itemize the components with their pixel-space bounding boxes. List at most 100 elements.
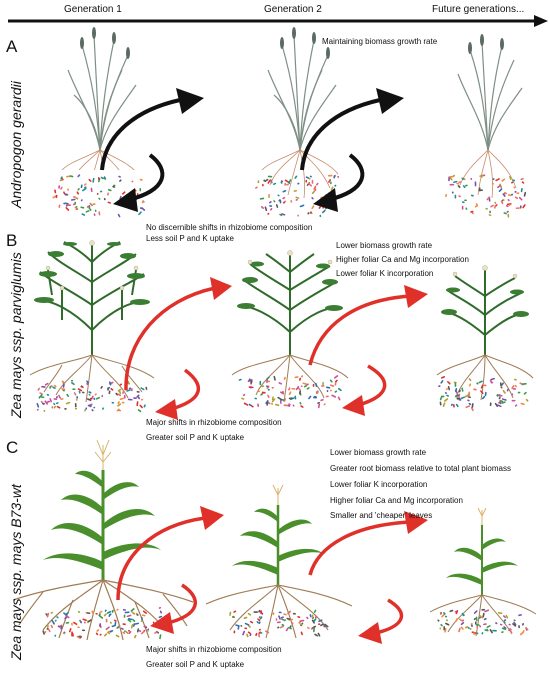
microbe-speck	[280, 616, 284, 619]
microbe-speck	[266, 385, 269, 388]
microbe-speck	[461, 201, 465, 204]
microbe-speck	[482, 174, 486, 177]
microbe-speck	[449, 609, 454, 613]
microbe-speck	[503, 621, 506, 624]
microbe-speck	[136, 401, 139, 407]
microbe-speck	[464, 199, 467, 202]
microbe-speck	[461, 205, 464, 210]
microbe-speck	[88, 393, 91, 396]
microbe-speck	[94, 209, 97, 212]
microbe-speck	[73, 621, 78, 625]
microbe-speck	[99, 190, 103, 193]
species-label-a: Andropogon gerardii	[8, 81, 24, 208]
microbe-speck	[511, 181, 514, 184]
microbe-speck	[58, 394, 61, 399]
microbe-speck	[98, 197, 101, 200]
microbe-speck	[501, 178, 506, 182]
microbe-speck	[280, 181, 283, 184]
microbe-speck	[99, 615, 104, 619]
microbe-speck	[73, 392, 77, 396]
microbe-speck	[131, 388, 133, 392]
microbe-speck	[484, 609, 490, 613]
microbe-speck	[506, 388, 509, 392]
microbe-speck	[111, 401, 115, 404]
arrowheads-b	[155, 277, 428, 420]
microbe-speck	[474, 181, 477, 187]
microbe-speck	[93, 397, 96, 400]
microbe-speck	[451, 191, 454, 194]
microbe-speck	[461, 619, 464, 622]
microbe-speck	[453, 180, 458, 184]
timeline-label-future: Future generations...	[432, 4, 525, 15]
microbe-speck	[86, 205, 90, 208]
microbe-speck	[318, 619, 323, 623]
microbe-speck	[93, 406, 96, 409]
microbe-speck	[330, 186, 334, 191]
microbe-speck	[77, 626, 80, 629]
microbe-speck	[76, 635, 82, 639]
microbe-speck	[292, 404, 295, 407]
microbe-speck	[159, 634, 162, 640]
microbe-speck	[515, 207, 519, 209]
microbe-speck	[80, 199, 83, 202]
microbe-speck	[42, 402, 45, 405]
microbe-speck	[71, 382, 75, 386]
microbe-speck	[516, 192, 520, 194]
microbe-speck	[471, 211, 474, 215]
microbe-speck	[282, 197, 286, 200]
microbe-speck	[313, 609, 317, 613]
microbe-speck	[242, 393, 246, 397]
microbe-speck	[446, 394, 449, 397]
microbe-speck	[249, 633, 252, 637]
microbe-speck	[322, 381, 324, 386]
microbe-speck	[260, 392, 264, 396]
microbe-speck	[329, 384, 335, 387]
microbe-speck	[445, 193, 448, 198]
microbe-speck	[232, 615, 235, 619]
microbe-speck	[498, 188, 503, 192]
microbe-speck	[277, 626, 280, 629]
microbe-speck	[306, 387, 310, 390]
microbe-speck	[317, 632, 321, 637]
species-label-c: Zea mays ssp. mays B73-wt	[8, 484, 24, 660]
microbe-speck	[507, 213, 510, 218]
microbe-speck	[517, 391, 521, 394]
microbe-speck	[109, 629, 114, 633]
microbe-speck	[36, 403, 40, 408]
microbe-speck	[325, 386, 331, 389]
microbe-speck	[333, 375, 339, 379]
microbe-speck	[473, 632, 476, 635]
microbe-speck	[138, 629, 142, 632]
microbe-speck	[483, 623, 487, 626]
microbe-speck	[146, 629, 149, 632]
microbe-speck	[269, 201, 272, 204]
microbe-speck	[513, 621, 517, 626]
microbe-speck	[50, 611, 53, 614]
soil-microbes-a	[52, 170, 527, 222]
microbe-speck	[521, 382, 527, 385]
microbe-speck	[525, 627, 529, 631]
microbe-speck	[277, 194, 280, 197]
microbe-speck	[281, 623, 285, 627]
microbe-speck	[72, 196, 76, 198]
microbe-speck	[119, 179, 122, 182]
microbe-speck	[297, 182, 300, 185]
microbe-speck	[47, 624, 49, 628]
microbe-speck	[512, 623, 517, 627]
microbe-speck	[44, 382, 49, 386]
microbe-speck	[314, 633, 318, 637]
microbe-speck	[278, 199, 281, 202]
microbe-speck	[497, 404, 502, 408]
microbe-speck	[132, 618, 136, 622]
microbe-speck	[257, 180, 260, 184]
microbe-speck	[54, 619, 57, 622]
microbe-speck	[154, 631, 158, 634]
microbe-speck	[80, 621, 82, 624]
microbe-speck	[143, 629, 146, 632]
panel-letter-c: C	[6, 438, 19, 457]
microbe-speck	[94, 393, 97, 396]
note-c-top-2: Greater root biomass relative to total p…	[330, 464, 511, 473]
microbe-speck	[315, 382, 318, 387]
microbe-speck	[309, 614, 312, 618]
microbe-speck	[119, 195, 122, 200]
